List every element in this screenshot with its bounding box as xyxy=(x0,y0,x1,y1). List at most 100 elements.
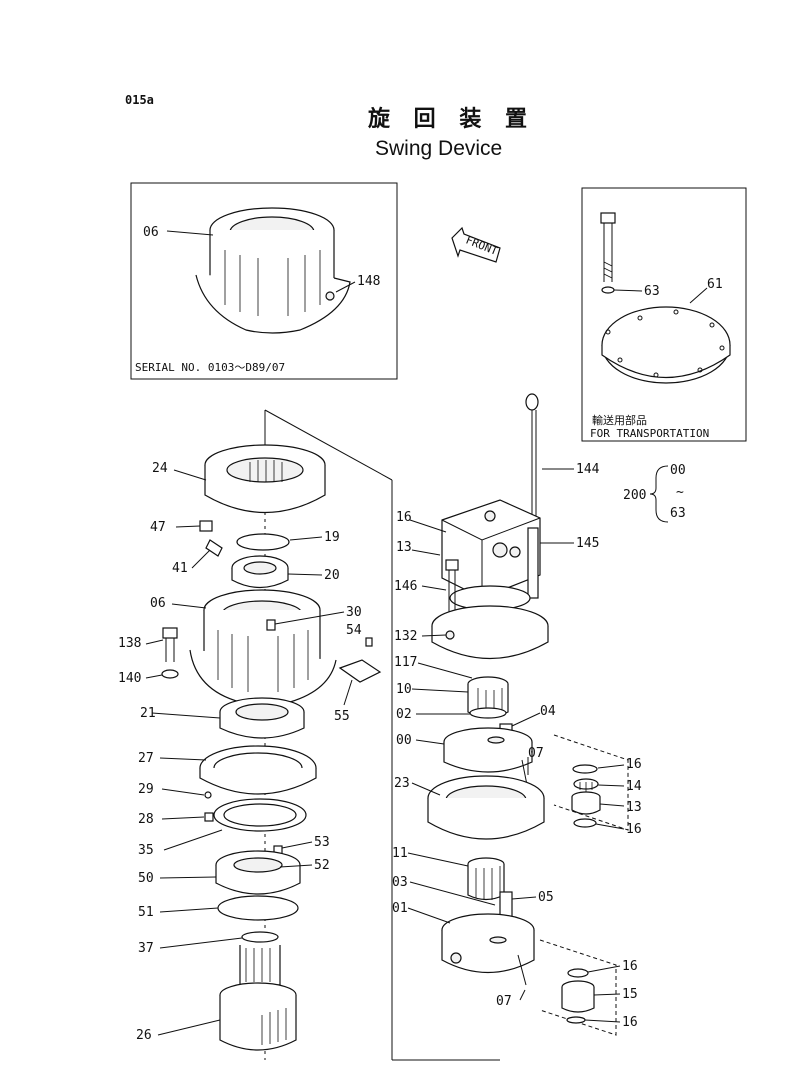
callout-140: 140 xyxy=(118,671,141,686)
callout-146: 146 xyxy=(394,579,417,594)
part-51-shim xyxy=(217,895,299,921)
callout-04: 04 xyxy=(540,704,556,719)
part-01-carrier xyxy=(441,913,535,986)
callout-24: 24 xyxy=(152,461,168,476)
part-20-bearing xyxy=(231,555,289,589)
callout-14: 14 xyxy=(626,779,642,794)
callout-16-c: 16 xyxy=(622,959,638,974)
callout-28: 28 xyxy=(138,812,154,827)
callout-06-inset: 06 xyxy=(143,225,159,240)
callout-07-lower: 07 xyxy=(496,994,512,1009)
callout-16-d: 16 xyxy=(622,1015,638,1030)
callout-29: 29 xyxy=(138,782,154,797)
callout-52: 52 xyxy=(314,858,330,873)
transport-note-en: FOR TRANSPORTATION xyxy=(590,427,709,440)
part-13-planet-gear xyxy=(571,791,601,815)
callout-02: 02 xyxy=(396,707,412,722)
callout-53: 53 xyxy=(314,835,330,850)
part-02-thrust-plate xyxy=(469,707,507,719)
part-16-washer-lower-2 xyxy=(566,1016,586,1024)
inset-serial-box: 06 148 SERIAL NO. 0103～D89/07 xyxy=(130,182,398,380)
callout-148: 148 xyxy=(357,274,380,289)
assembly-group-200: 200 00 ~ 63 xyxy=(623,463,686,523)
callout-117: 117 xyxy=(394,655,417,670)
part-19-snap-ring xyxy=(236,533,290,551)
group-200-tilde: ~ xyxy=(676,485,684,500)
callout-144: 144 xyxy=(576,462,600,477)
callout-16-top: 16 xyxy=(396,510,412,525)
part-35-seal xyxy=(213,798,307,832)
part-24-ring-gear xyxy=(204,444,326,514)
callout-15: 15 xyxy=(622,987,638,1002)
part-132-housing xyxy=(431,605,549,660)
part-15-planet-gear xyxy=(561,980,595,1013)
front-arrow-icon: FRONT xyxy=(451,226,501,263)
part-138-bolt xyxy=(162,627,178,662)
callout-26: 26 xyxy=(136,1028,152,1043)
callout-00: 00 xyxy=(396,733,412,748)
part-29-washer xyxy=(204,791,212,799)
serial-number-note: SERIAL NO. 0103～D89/07 xyxy=(135,361,285,374)
group-200-to: 63 xyxy=(670,506,686,521)
callout-51: 51 xyxy=(138,905,154,920)
group-200-label: 200 xyxy=(623,488,646,503)
callout-63-transport: 63 xyxy=(644,284,660,299)
callout-47: 47 xyxy=(150,520,166,535)
callout-27: 27 xyxy=(138,751,154,766)
callout-20: 20 xyxy=(324,568,340,583)
page-code: 015a xyxy=(125,93,154,107)
callout-03: 03 xyxy=(392,875,408,890)
callout-54: 54 xyxy=(346,623,362,638)
callout-23: 23 xyxy=(394,776,410,791)
callout-21: 21 xyxy=(140,706,156,721)
callout-13: 13 xyxy=(626,800,642,815)
part-50-retainer xyxy=(215,850,301,895)
part-16-washer-upper xyxy=(572,764,598,774)
part-26-shaft xyxy=(219,945,297,1051)
part-144-dipstick xyxy=(525,393,539,520)
part-41-fitting xyxy=(205,539,223,557)
group-200-from: 00 xyxy=(670,463,686,478)
part-16-washer-upper-2 xyxy=(567,968,589,978)
callout-01: 01 xyxy=(392,901,408,916)
part-146-bolt xyxy=(445,559,459,571)
part-54-screw xyxy=(365,637,373,647)
callout-55: 55 xyxy=(334,709,350,724)
callout-11: 11 xyxy=(392,846,408,861)
callout-16-a: 16 xyxy=(626,757,642,772)
callout-37: 37 xyxy=(138,941,154,956)
part-55-bracket xyxy=(338,659,382,683)
part-06-housing xyxy=(189,589,337,706)
part-00-carrier xyxy=(443,727,533,773)
callout-145: 145 xyxy=(576,536,599,551)
callout-30: 30 xyxy=(346,605,362,620)
callout-19: 19 xyxy=(324,530,340,545)
title-english: Swing Device xyxy=(375,137,502,160)
title-japanese: 旋 回 装 置 xyxy=(368,106,535,132)
part-27-cover xyxy=(199,745,317,795)
part-hydraulic-motor xyxy=(441,499,541,611)
callout-07-upper: 07 xyxy=(528,746,544,761)
callout-13-top: 13 xyxy=(396,540,412,555)
callout-61: 61 xyxy=(707,277,723,292)
callout-06: 06 xyxy=(150,596,166,611)
part-21-bearing xyxy=(219,697,305,739)
inset-transport-box: 63 61 輸送用部品 FOR TRANSPORTATION xyxy=(581,187,747,442)
part-28-bolt xyxy=(204,812,214,822)
transport-note-jp: 輸送用部品 xyxy=(592,413,647,427)
callout-10: 10 xyxy=(396,682,412,697)
part-11-gear xyxy=(467,857,505,901)
callout-35: 35 xyxy=(138,843,154,858)
callout-50: 50 xyxy=(138,871,154,886)
callout-16-b: 16 xyxy=(626,822,642,837)
part-14-needle-bearing xyxy=(573,778,599,792)
part-47-plug xyxy=(199,520,213,532)
part-23-ring-gear xyxy=(427,775,545,840)
callout-138: 138 xyxy=(118,636,141,651)
part-37-ring xyxy=(241,931,279,943)
part-16-washer-lower xyxy=(573,818,597,828)
callout-41: 41 xyxy=(172,561,188,576)
callout-05: 05 xyxy=(538,890,554,905)
part-140-washer xyxy=(161,669,179,679)
